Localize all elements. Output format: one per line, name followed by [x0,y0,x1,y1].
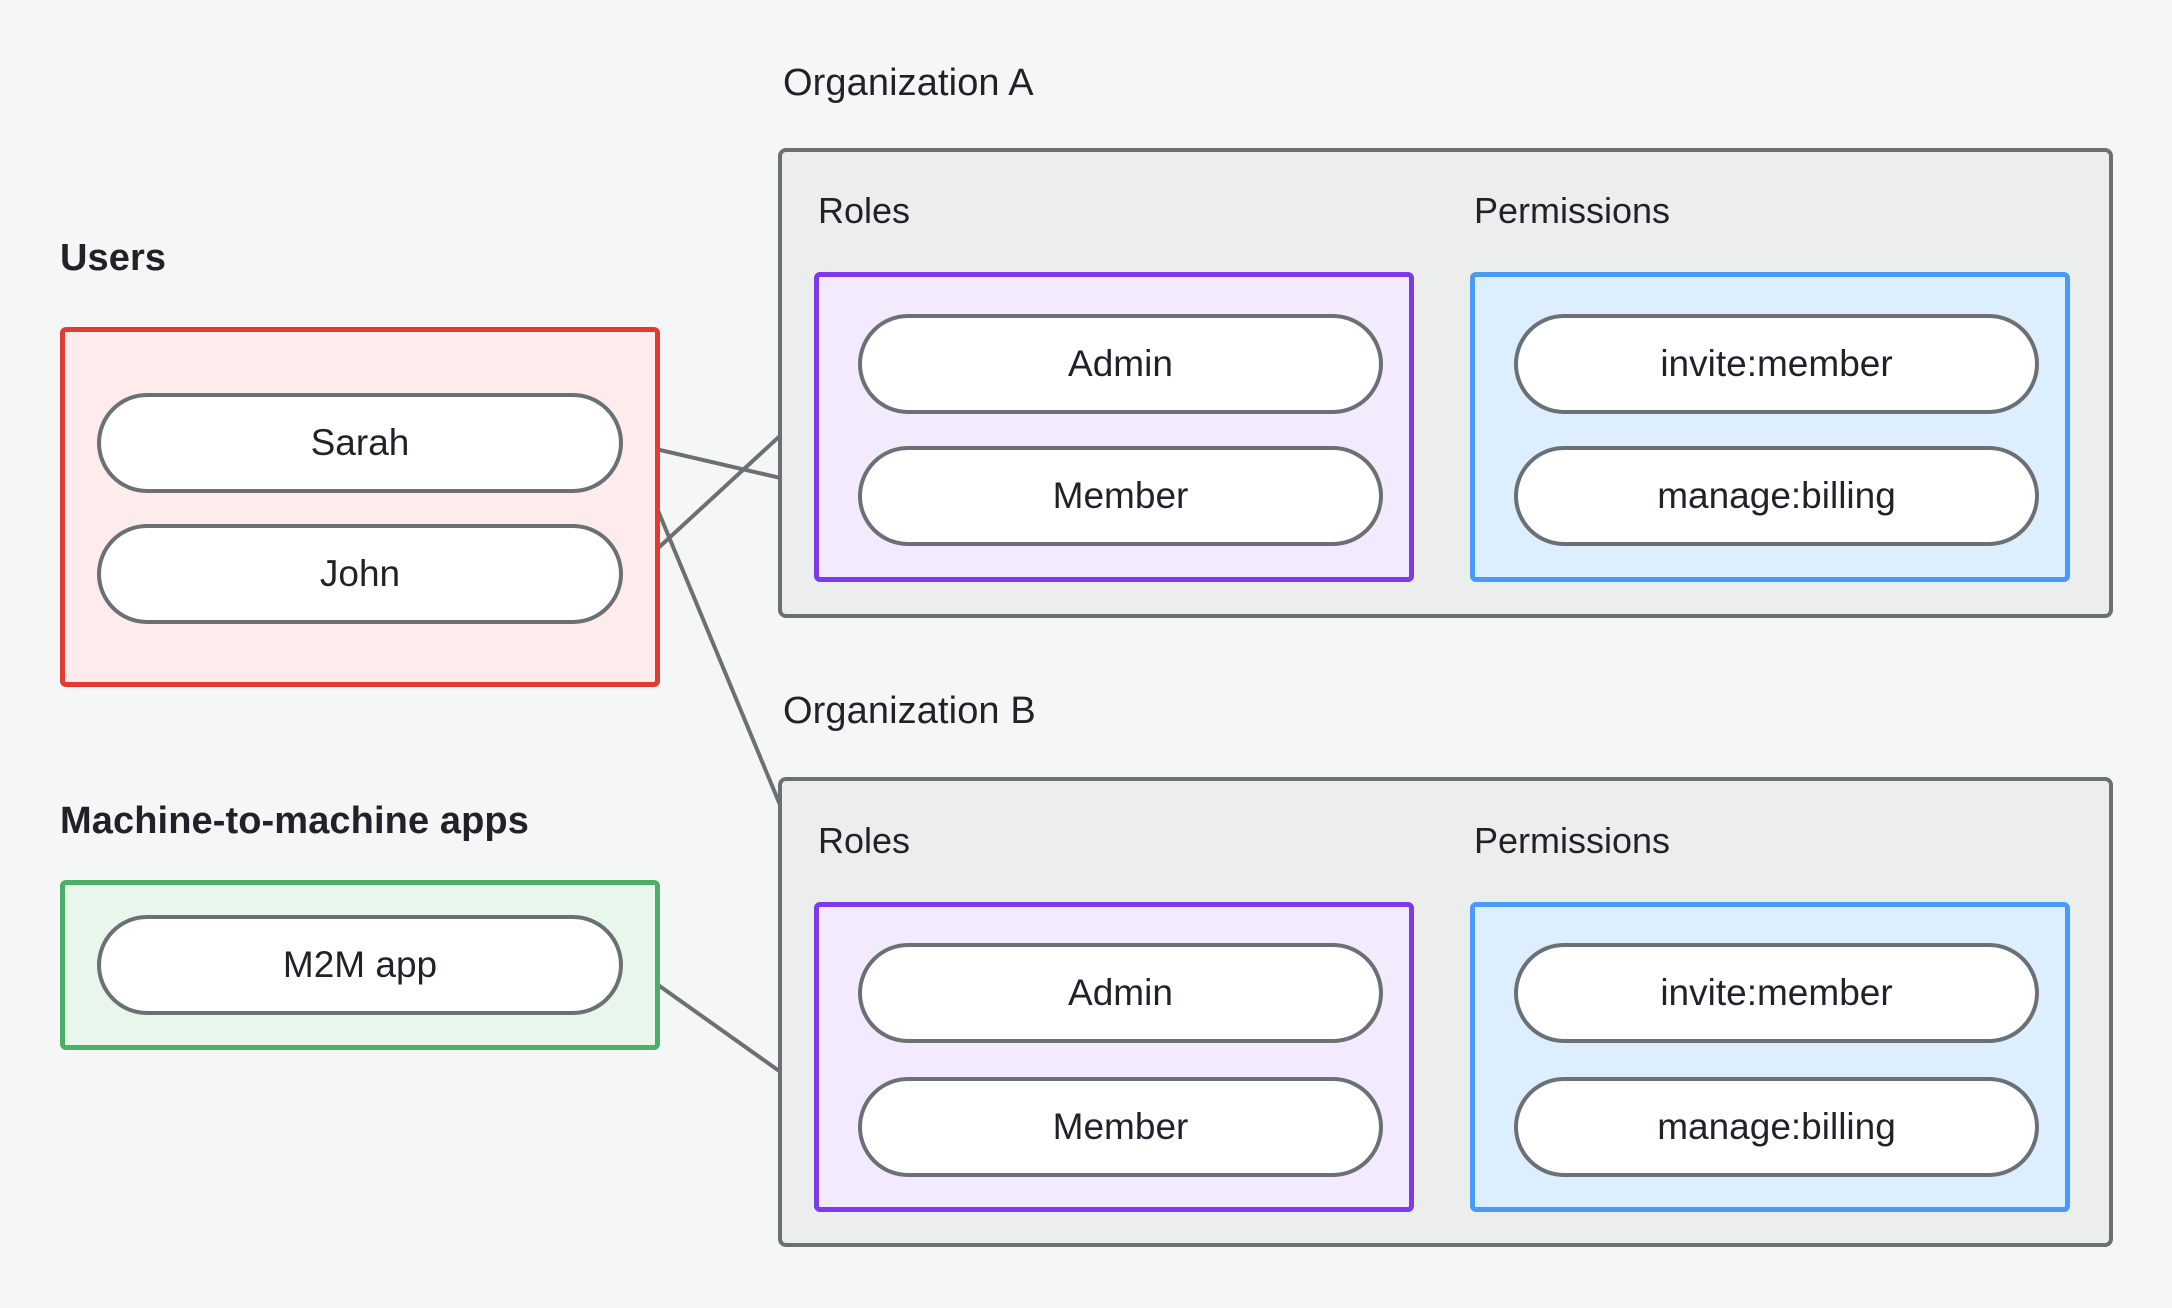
org-b-title: Organization B [783,690,1036,732]
m2m-group-label: Machine-to-machine apps [60,800,529,842]
node-org-b-admin[interactable]: Admin [858,943,1383,1043]
node-org-a-member[interactable]: Member [858,446,1383,546]
org-a-roles-label: Roles [818,190,911,231]
node-sarah[interactable]: Sarah [97,393,623,493]
node-org-a-invite-member[interactable]: invite:member [1514,314,2039,414]
users-container [60,327,660,687]
org-a-title: Organization A [783,62,1034,104]
users-group-label: Users [60,237,167,279]
org-b-roles-label: Roles [818,820,911,861]
node-org-b-invite-member[interactable]: invite:member [1514,943,2039,1043]
node-org-a-admin[interactable]: Admin [858,314,1383,414]
org-a-permissions-label: Permissions [1474,190,1671,231]
node-org-b-member[interactable]: Member [858,1077,1383,1177]
node-org-a-manage-billing[interactable]: manage:billing [1514,446,2039,546]
org-b-permissions-label: Permissions [1474,820,1671,861]
node-org-b-manage-billing[interactable]: manage:billing [1514,1077,2039,1177]
node-m2m-app[interactable]: M2M app [97,915,623,1015]
node-john[interactable]: John [97,524,623,624]
